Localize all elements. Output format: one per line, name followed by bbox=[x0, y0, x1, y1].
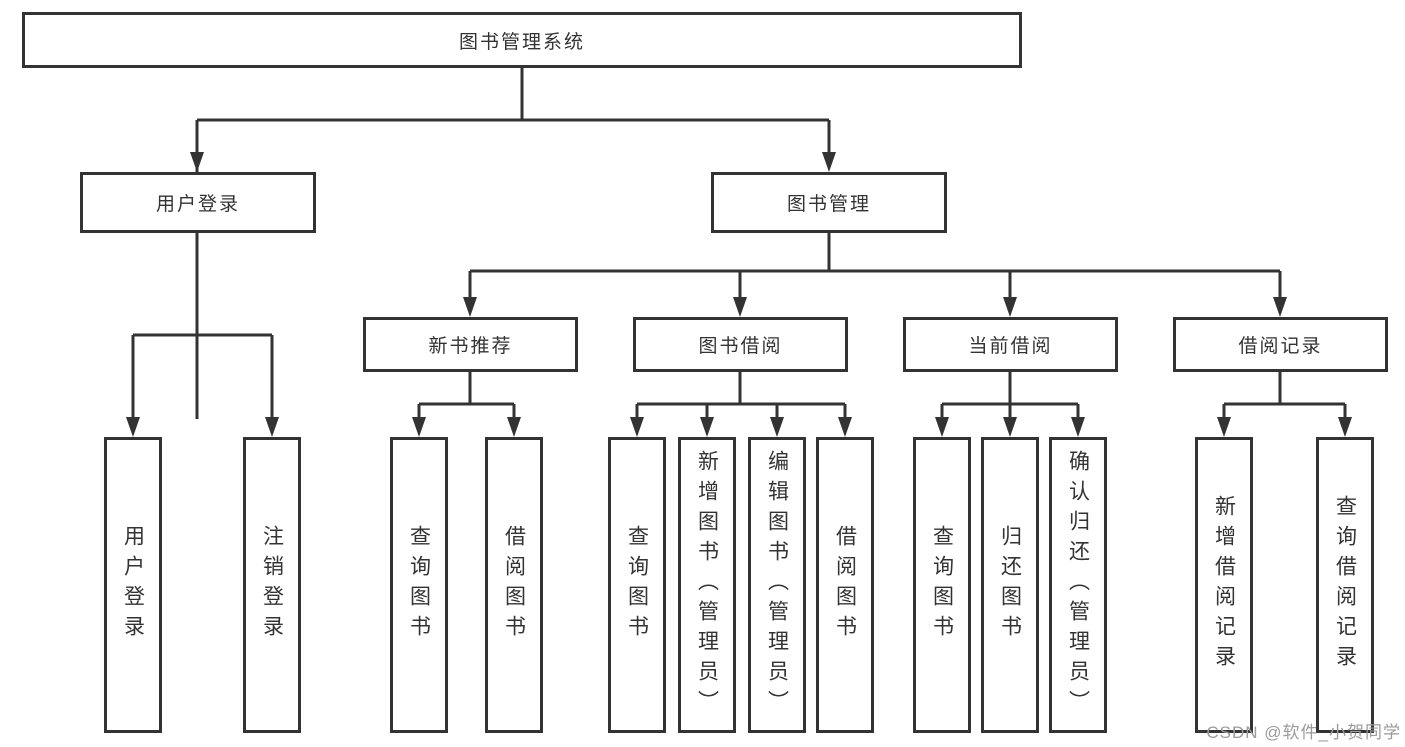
node-new-book-recommend-label: 新书推荐 bbox=[428, 336, 513, 357]
leaf-confirm-return-admin-label: 确认归还（管理员） bbox=[1066, 450, 1090, 720]
leaf-add-books-admin: 新增图书（管理员） bbox=[678, 437, 736, 733]
leaf-borrow-books-recommend-label: 借阅图书 bbox=[502, 525, 526, 645]
node-user-login: 用户登录 bbox=[80, 172, 316, 233]
node-current-borrow-label: 当前借阅 bbox=[968, 336, 1053, 357]
leaf-return-books-label: 归还图书 bbox=[998, 525, 1022, 645]
leaf-borrow-books-label: 借阅图书 bbox=[833, 525, 857, 645]
leaf-borrow-books: 借阅图书 bbox=[816, 437, 874, 733]
leaf-return-books: 归还图书 bbox=[981, 437, 1039, 733]
leaf-query-books-current-label: 查询图书 bbox=[930, 525, 954, 645]
node-book-management-label: 图书管理 bbox=[786, 194, 871, 215]
leaf-user-login: 用户登录 bbox=[104, 437, 162, 733]
leaf-logout: 注销登录 bbox=[243, 437, 301, 733]
leaf-query-books-borrow-label: 查询图书 bbox=[625, 525, 649, 645]
leaf-edit-books-admin-label: 编辑图书（管理员） bbox=[765, 450, 789, 720]
leaf-add-borrow-record-label: 新增借阅记录 bbox=[1212, 495, 1236, 675]
leaf-confirm-return-admin: 确认归还（管理员） bbox=[1049, 437, 1107, 733]
leaf-query-books-recommend-label: 查询图书 bbox=[407, 525, 431, 645]
leaf-add-books-admin-label: 新增图书（管理员） bbox=[695, 450, 719, 720]
csdn-watermark: CSDN @软件_小贺同学 bbox=[1206, 723, 1401, 742]
leaf-borrow-books-recommend: 借阅图书 bbox=[485, 437, 543, 733]
node-borrow-records-label: 借阅记录 bbox=[1238, 336, 1323, 357]
leaf-edit-books-admin: 编辑图书（管理员） bbox=[748, 437, 806, 733]
leaf-query-borrow-record: 查询借阅记录 bbox=[1316, 437, 1374, 733]
node-root-label: 图书管理系统 bbox=[458, 31, 585, 53]
node-borrow-records: 借阅记录 bbox=[1173, 317, 1388, 372]
leaf-query-books-recommend: 查询图书 bbox=[390, 437, 448, 733]
leaf-query-books-current: 查询图书 bbox=[913, 437, 971, 733]
leaf-query-borrow-record-label: 查询借阅记录 bbox=[1333, 495, 1357, 675]
leaf-logout-label: 注销登录 bbox=[260, 525, 284, 645]
node-book-borrow: 图书借阅 bbox=[633, 317, 848, 372]
node-root: 图书管理系统 bbox=[22, 12, 1022, 68]
node-book-management: 图书管理 bbox=[711, 172, 947, 233]
leaf-user-login-label: 用户登录 bbox=[121, 525, 145, 645]
node-new-book-recommend: 新书推荐 bbox=[363, 317, 578, 372]
leaf-add-borrow-record: 新增借阅记录 bbox=[1195, 437, 1253, 733]
node-book-borrow-label: 图书借阅 bbox=[698, 336, 783, 357]
node-current-borrow: 当前借阅 bbox=[903, 317, 1118, 372]
leaf-query-books-borrow: 查询图书 bbox=[608, 437, 666, 733]
node-user-login-label: 用户登录 bbox=[155, 194, 240, 215]
